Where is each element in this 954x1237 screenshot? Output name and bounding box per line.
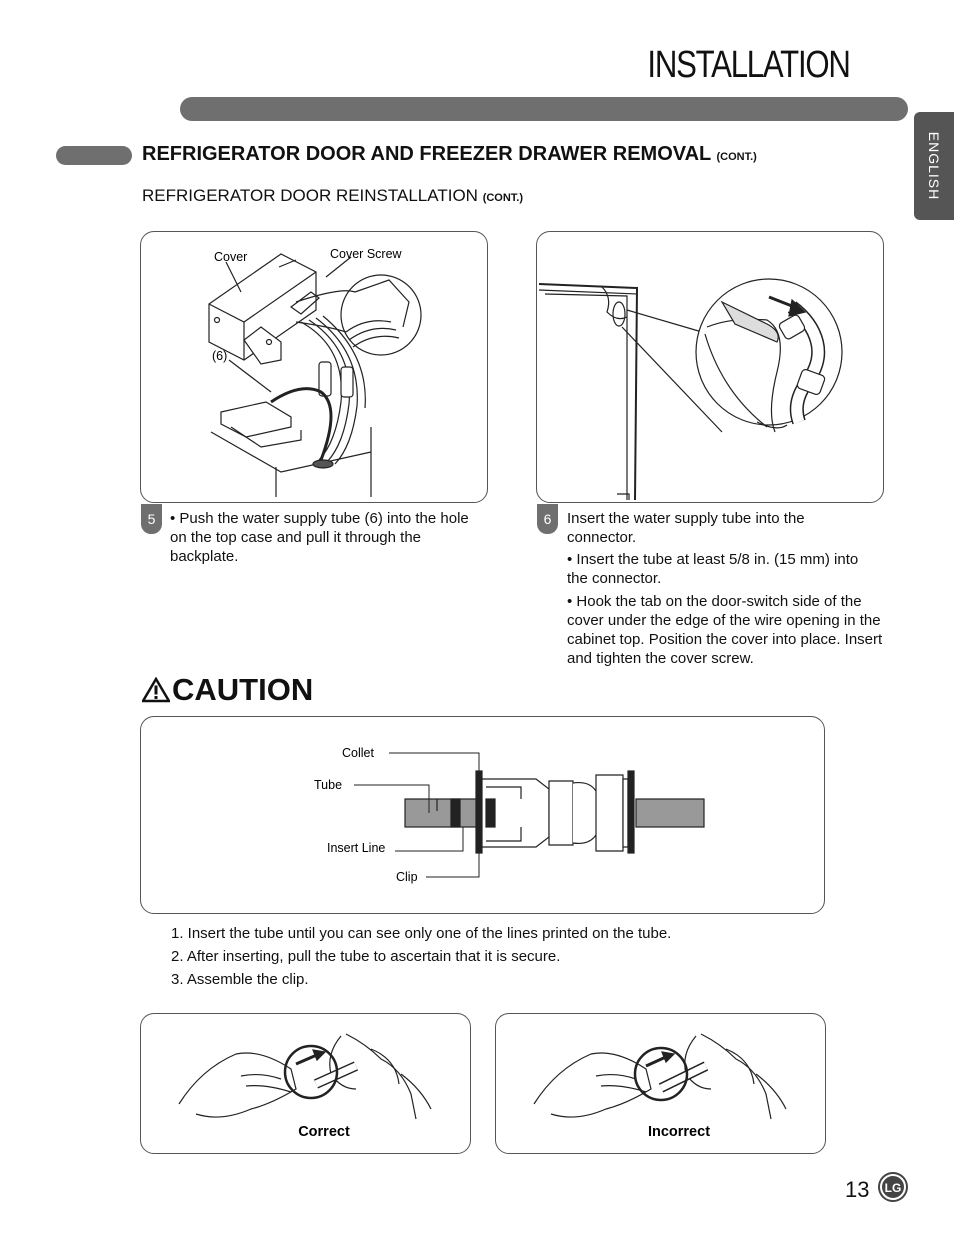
insert-line-label: Insert Line [327,841,385,855]
language-tab: ENGLISH [914,112,954,220]
caution-heading: CAUTION [142,672,313,708]
caution-title: CAUTION [172,672,314,707]
step5-illustration-panel: Cover Cover Screw (6) [140,231,488,503]
step5-illustration: Cover Cover Screw (6) [208,247,422,497]
section-title: REFRIGERATOR DOOR AND FREEZER DRAWER REM… [142,143,757,166]
incorrect-example-panel: Incorrect [495,1013,826,1154]
language-tab-label: ENGLISH [926,131,942,201]
caution-step-3: 3. Assemble the clip. [171,971,309,988]
caution-step-2: 2. After inserting, pull the tube to asc… [171,948,561,965]
lg-logo: LG [878,1172,908,1202]
tube-label: Tube [314,778,342,792]
lg-logo-text: LG [885,1181,902,1195]
tube-connector-diagram: Collet Tube Insert Line Clip [314,746,705,884]
lg-logo-mark: LG [880,1174,906,1200]
correct-hands-illustration: Correct [178,1033,432,1140]
collet-label: Collet [342,746,374,760]
caution-step-1: 1. Insert the tube until you can see onl… [171,925,672,942]
header-bar [180,97,908,121]
step6-bullet-1: • Insert the tube at least 5/8 in. (15 m… [567,551,859,587]
section-subtitle-suffix: (CONT.) [482,192,524,204]
step6-illustration-panel [536,231,884,503]
page-header-title: INSTALLATION [647,44,851,86]
incorrect-hands-illustration: Incorrect [533,1033,787,1140]
cover-screw-label: Cover Screw [330,247,403,261]
step6-intro: Insert the water supply tube into the co… [567,510,805,546]
section-subtitle-text: REFRIGERATOR DOOR REINSTALLATION [142,186,478,205]
correct-caption: Correct [298,1124,350,1140]
section-marker [56,146,132,165]
step6-illustration [538,278,843,500]
step6-bullet-2: • Hook the tab on the door-switch side o… [567,593,883,667]
tube-ref-label: (6) [212,349,227,363]
clip-label: Clip [396,870,418,884]
step5-number: 5 [141,504,162,534]
page-number: 13 [845,1177,870,1202]
cover-label: Cover [214,250,247,264]
incorrect-caption: Incorrect [648,1124,710,1140]
step6-number: 6 [537,504,558,534]
correct-example-panel: Correct [140,1013,471,1154]
section-subtitle: REFRIGERATOR DOOR REINSTALLATION (CONT.) [142,186,523,206]
warning-icon [142,677,170,703]
section-title-text: REFRIGERATOR DOOR AND FREEZER DRAWER REM… [142,143,711,165]
section-title-suffix: (CONT.) [716,151,757,163]
caution-diagram-panel: Collet Tube Insert Line Clip [140,716,825,914]
step5-text: • Push the water supply tube (6) into th… [170,510,469,565]
